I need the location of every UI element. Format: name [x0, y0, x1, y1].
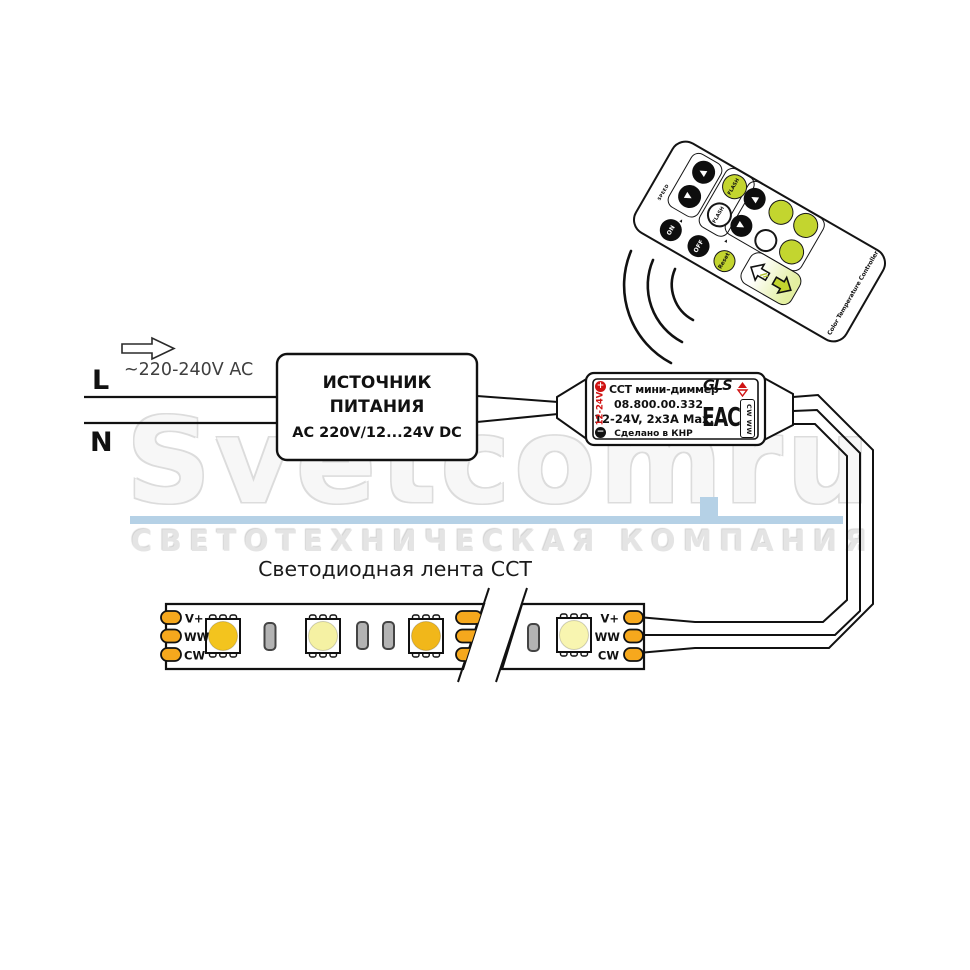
- led-4: [556, 613, 592, 657]
- warm-arrow-icon: [749, 263, 771, 282]
- reset-button: Reset: [709, 246, 740, 277]
- dimmer-left-funnel: [556, 376, 589, 442]
- psu-title-line2: ПИТАНИЯ: [329, 397, 425, 417]
- wire-psu-dimmer-2: [476, 413, 559, 423]
- watermark-tagline: СВЕТОТЕХНИЧЕСКАЯ КОМПАНИЯ: [131, 524, 875, 558]
- wire-loop-2: [638, 408, 861, 636]
- wire-psu-dimmer-1: [476, 395, 559, 403]
- dimmer-input-voltage: 12-24V: [595, 391, 606, 426]
- led-1: [205, 614, 241, 658]
- off-label: OFF: [692, 238, 706, 254]
- on-label: ON: [665, 223, 677, 237]
- triangle-down-icon: ▼: [734, 220, 748, 232]
- marker-icon: ▸: [722, 237, 731, 244]
- triangle-up-icon: ▲: [696, 166, 709, 178]
- ir-signal-arcs-icon: [622, 249, 695, 365]
- strip-break-line-2: [495, 587, 528, 683]
- label-line-l: L: [92, 365, 110, 396]
- brand-logo: GLS: [703, 378, 733, 394]
- dimmer-model: 08.800.00.332: [613, 398, 704, 411]
- pad-label-right-cw: CW: [598, 649, 619, 663]
- pad-label-left-vplus: V+: [185, 612, 204, 626]
- dimmer-title: CCT мини-диммер: [609, 383, 719, 396]
- off-button: OFF: [683, 231, 714, 262]
- wire-loop-1: [637, 393, 874, 654]
- pad-label-right-vplus: V+: [600, 612, 619, 626]
- dimmer-right-funnel: [763, 376, 794, 442]
- reset-label: Reset: [717, 252, 732, 271]
- dimmer-output-channels: CW WW: [745, 403, 753, 436]
- strip-right-pads: [623, 610, 644, 662]
- psu-spec: AC 220V/12...24V DC: [292, 425, 462, 441]
- pad-label-left-cw: CW: [184, 649, 205, 663]
- strip-title: Светодиодная лента CCT: [258, 557, 532, 581]
- eac-mark: ЕАС: [702, 403, 741, 433]
- watermark-dot: [700, 497, 718, 517]
- triangle-up-icon: ▲: [748, 193, 761, 205]
- ir-remote: SPEED ▸ ▸ ▼ ▲ FLASH FLASH: [627, 134, 892, 349]
- dimmer-output-box: CW WW: [740, 399, 755, 438]
- label-line-n: N: [90, 427, 113, 458]
- led-3: [408, 614, 444, 658]
- flash-label: FLASH: [726, 177, 742, 197]
- pad-label-right-ww: WW: [595, 630, 621, 644]
- dimmer-origin: Сделано в КНР: [614, 429, 693, 439]
- recycle-icon: [736, 382, 749, 397]
- strip-resistors: [263, 621, 540, 652]
- dimmer-minus-terminal: −: [595, 427, 606, 438]
- cool-arrow-icon: [771, 275, 792, 295]
- dimmer-label-plate: [592, 378, 759, 440]
- watermark-underline: [130, 516, 843, 524]
- strip-left-pads: [160, 610, 182, 662]
- dimmer-rating: 12-24V, 2x3A Max.: [594, 412, 714, 426]
- label-mains-voltage: ~220-240V AC: [124, 360, 254, 380]
- wire-loop-3: [637, 423, 848, 623]
- remote-temp-arrow-pad: [736, 248, 806, 309]
- triangle-down-icon: ▼: [682, 190, 695, 202]
- dimmer-plus-terminal: +: [595, 381, 606, 392]
- led-2: [305, 614, 341, 658]
- psu-title-line1: ИСТОЧНИК: [322, 373, 432, 393]
- pad-label-left-ww: WW: [184, 630, 210, 644]
- psu-box: [275, 352, 479, 462]
- flash-label: FLASH: [711, 205, 726, 225]
- mains-flow-arrow-icon: [121, 336, 176, 361]
